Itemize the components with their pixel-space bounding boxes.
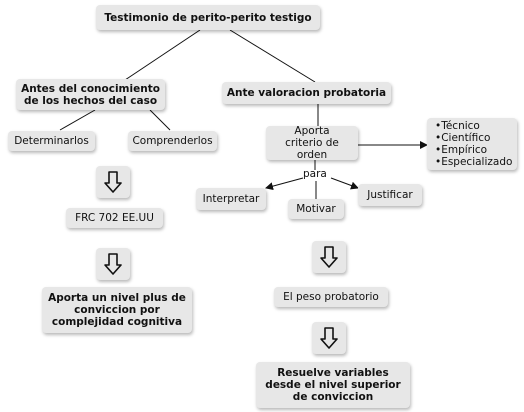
edge-title-left — [124, 29, 201, 81]
peso-node: El peso probatorio — [274, 287, 388, 307]
down-arrow-right-1 — [312, 241, 346, 273]
down-arrow-right-2 — [312, 322, 346, 354]
down-arrow-left-2 — [96, 248, 130, 280]
right-main-node: Ante valoracion probatoria — [222, 82, 391, 104]
motivar-node: Motivar — [288, 199, 344, 219]
edge-left-comprenderlos — [149, 109, 171, 131]
justificar-node: Justificar — [358, 184, 422, 206]
types-node: •Técnico •Científico •Empírico •Especial… — [427, 118, 517, 170]
edge-para-justificar — [330, 177, 359, 190]
para-label: para — [303, 168, 327, 180]
determinarlos-node: Determinarlos — [8, 131, 95, 151]
conviccion-node: Aporta un nivel plus de conviccion por c… — [42, 287, 192, 333]
double-down-arrow-icon — [104, 171, 122, 193]
criterio-node: Aporta criterio de orden — [266, 125, 358, 161]
type-empirico: •Empírico — [435, 144, 488, 156]
interpretar-node: Interpretar — [196, 188, 266, 210]
type-especializado: •Especializado — [435, 156, 513, 168]
double-down-arrow-icon — [320, 327, 338, 349]
down-arrow-left-1 — [96, 166, 130, 198]
title-node: Testimonio de perito-perito testigo — [96, 5, 320, 30]
edge-para-interpretar — [265, 177, 304, 191]
double-down-arrow-icon — [104, 253, 122, 275]
left-main-node: Antes del conocimiento de los hechos del… — [16, 79, 165, 110]
resuelve-node: Resuelve variables desde el nivel superi… — [256, 362, 410, 408]
type-tecnico: •Técnico — [435, 120, 480, 132]
double-down-arrow-icon — [320, 246, 338, 268]
comprenderlos-node: Comprenderlos — [128, 131, 217, 151]
edge-title-right — [229, 29, 316, 83]
frc-node: FRC 702 EE.UU — [66, 208, 163, 228]
type-cientifico: •Científico — [435, 132, 491, 144]
edge-left-determinarlos — [59, 109, 96, 131]
